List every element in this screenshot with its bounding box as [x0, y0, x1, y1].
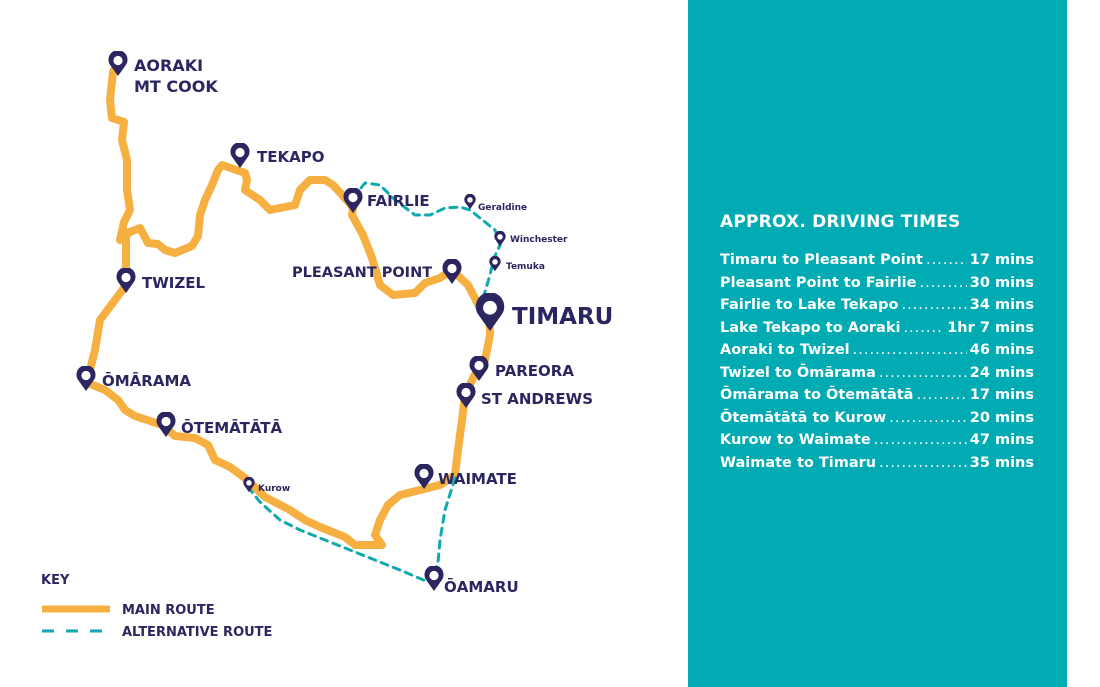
alternative-route-waimate-oamaru	[430, 476, 457, 580]
route-time: 34 mins	[969, 297, 1034, 313]
pin-timaru[interactable]	[475, 292, 505, 331]
leader-dots	[874, 432, 967, 448]
driving-time-row: Pleasant Point to Fairlie 30 mins	[720, 275, 1034, 298]
driving-time-row: Lake Tekapo to Aoraki 1hr 7 mins	[720, 320, 1034, 343]
route-name: Fairlie to Lake Tekapo	[720, 297, 899, 313]
pin-fairlie[interactable]	[343, 187, 363, 213]
key-alternative-route-label: ALTERNATIVE ROUTE	[122, 625, 272, 640]
driving-time-row: Ōmārama to Ōtemātātā 17 mins	[720, 387, 1034, 410]
leader-dots	[916, 387, 966, 403]
driving-time-row: Aoraki to Twizel 46 mins	[720, 342, 1034, 365]
main-route	[84, 58, 494, 549]
key-main-route-label: MAIN ROUTE	[122, 603, 215, 618]
pin-tekapo[interactable]	[230, 142, 250, 168]
label-st-andrews: ST ANDREWS	[481, 390, 593, 408]
label-aoraki: AORAKI	[134, 56, 203, 75]
leader-dots	[901, 297, 966, 313]
route-name: Ōmārama to Ōtemātātā	[720, 387, 914, 403]
route-time: 24 mins	[969, 364, 1034, 381]
driving-times-list: Timaru to Pleasant Point17 minsPleasant …	[720, 252, 1034, 477]
pin-oamaru[interactable]	[424, 565, 444, 591]
route-time: 17 mins	[969, 387, 1034, 403]
label-geraldine: Geraldine	[478, 203, 527, 213]
place-labels: AORAKI MT COOK TEKAPO FAIRLIE Geraldine …	[102, 56, 613, 596]
leader-dots	[919, 275, 966, 291]
route-time: 1hr 7 mins	[947, 319, 1034, 336]
driving-time-row: Ōtemātātā to Kurow 20 mins	[720, 410, 1034, 433]
label-kurow: Kurow	[258, 484, 290, 494]
route-time: 47 mins	[969, 432, 1034, 448]
label-timaru: TIMARU	[512, 304, 613, 330]
driving-times-panel: APPROX. DRIVING TIMES Timaru to Pleasant…	[688, 0, 1067, 687]
route-time: 30 mins	[969, 274, 1034, 291]
route-name: Pleasant Point to Fairlie	[720, 274, 917, 291]
label-otematata: ŌTEMĀTĀTĀ	[181, 417, 283, 437]
label-fairlie: FAIRLIE	[367, 192, 430, 210]
pin-geraldine[interactable]	[464, 194, 476, 210]
route-name: Lake Tekapo to Aoraki	[720, 319, 901, 336]
pin-st-andrews[interactable]	[456, 382, 476, 408]
driving-time-row: Kurow to Waimate 47 mins	[720, 432, 1034, 455]
route-name: Kurow to Waimate	[720, 432, 871, 448]
leader-dots	[853, 342, 967, 358]
key-title: KEY	[41, 573, 70, 588]
label-winchester: Winchester	[510, 235, 568, 245]
alternative-route-kurow-oamaru	[246, 485, 430, 584]
route-name: Waimate to Timaru	[720, 454, 877, 471]
leader-dots	[879, 365, 967, 381]
leader-dots	[926, 252, 967, 268]
route-name: Twizel to Ōmārama	[720, 364, 876, 381]
pin-winchester[interactable]	[494, 231, 506, 247]
leader-dots	[879, 455, 967, 471]
route-name: Timaru to Pleasant Point	[720, 252, 923, 268]
driving-time-row: Fairlie to Lake Tekapo 34 mins	[720, 297, 1034, 320]
map-key: KEY MAIN ROUTE ALTERNATIVE ROUTE	[41, 573, 272, 640]
route-name: Ōtemātātā to Kurow	[720, 409, 887, 426]
label-twizel: TWIZEL	[142, 274, 205, 292]
label-temuka: Temuka	[506, 262, 545, 272]
label-waimate: WAIMATE	[438, 470, 517, 488]
label-omarama: ŌMĀRAMA	[102, 370, 191, 390]
leader-dots	[889, 410, 967, 426]
route-time: 17 mins	[969, 252, 1034, 268]
driving-time-row: Timaru to Pleasant Point 17 mins	[720, 252, 1034, 275]
label-oamaru: ŌAMARU	[444, 576, 519, 596]
alternative-route-north	[351, 181, 502, 297]
driving-time-row: Waimate to Timaru 35 mins	[720, 455, 1034, 478]
route-time: 46 mins	[969, 342, 1034, 358]
route-map: AORAKI MT COOK TEKAPO FAIRLIE Geraldine …	[41, 51, 613, 640]
route-time: 20 mins	[969, 409, 1034, 426]
route-name: Aoraki to Twizel	[720, 342, 850, 358]
label-tekapo: TEKAPO	[257, 148, 324, 166]
leader-dots	[903, 320, 944, 336]
label-pareora: PAREORA	[495, 362, 574, 380]
label-mt-cook: MT COOK	[134, 77, 218, 96]
label-pleasant-point: PLEASANT POINT	[292, 265, 432, 281]
driving-time-row: Twizel to Ōmārama 24 mins	[720, 365, 1034, 388]
route-time: 35 mins	[969, 454, 1034, 471]
panel-title: APPROX. DRIVING TIMES	[720, 212, 961, 232]
